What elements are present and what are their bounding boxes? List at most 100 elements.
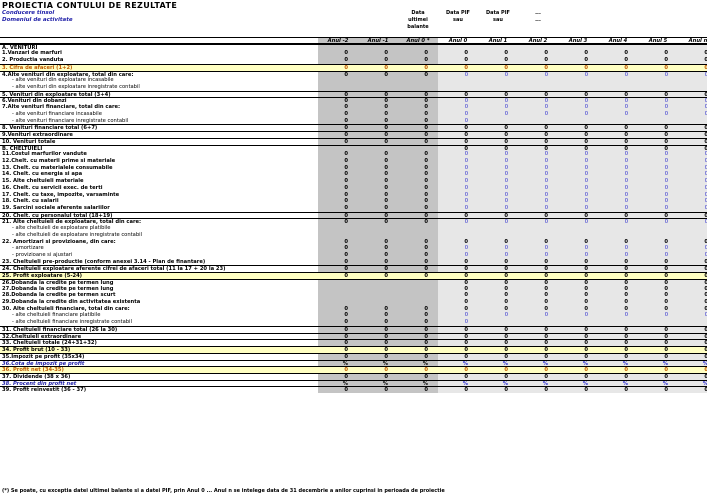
cell-value: 0 xyxy=(344,57,348,64)
cell-value: 0 xyxy=(584,110,588,117)
cell-value: 0 xyxy=(544,57,548,64)
cell-value: 0 xyxy=(664,219,668,226)
cell-value: 0 xyxy=(504,110,508,117)
cell-value: % xyxy=(622,380,628,387)
cell-value: % xyxy=(502,380,508,387)
cell-value: 0 xyxy=(504,125,508,132)
cell-value: 0 xyxy=(544,98,548,105)
cell-value: 0 xyxy=(504,198,508,205)
cell-value: 0 xyxy=(704,98,707,105)
cell-value: 0 xyxy=(584,157,588,164)
cell-value: 0 xyxy=(704,71,707,78)
cell-value: 0 xyxy=(464,245,468,252)
cell-value: 0 xyxy=(664,238,668,245)
cell-value: 0 xyxy=(544,340,548,347)
cell-value: 0 xyxy=(664,292,668,299)
row-label: - alte cheltuieli financiare platibile xyxy=(12,312,101,319)
cell-value: 0 xyxy=(704,299,707,306)
cell-value: 0 xyxy=(464,71,468,78)
cell-value: 0 xyxy=(424,333,428,340)
year-header: Anul 1 xyxy=(488,38,508,44)
cell-value: 0 xyxy=(624,191,628,198)
cell-value: 0 xyxy=(344,312,348,319)
cell-value: 0 xyxy=(584,64,588,71)
cell-value: 0 xyxy=(344,125,348,132)
cell-value: 0 xyxy=(544,305,548,312)
cell-value: 0 xyxy=(584,151,588,158)
cell-value: 0 xyxy=(384,198,388,205)
cell-value: 0 xyxy=(424,117,428,124)
cell-value: 0 xyxy=(344,238,348,245)
row-label: 9.Venituri extraordinare xyxy=(2,132,73,139)
cell-value: 0 xyxy=(464,326,468,333)
cell-value: 0 xyxy=(504,157,508,164)
cell-value: 0 xyxy=(384,104,388,111)
cell-value: 0 xyxy=(384,273,388,280)
table-row: - alte venituri financiare inregistrate … xyxy=(0,117,707,125)
row-label: - alte venituri financiare inregistrate … xyxy=(12,117,129,124)
cell-value: 0 xyxy=(384,110,388,117)
cell-value: 0 xyxy=(464,110,468,117)
cell-value: 0 xyxy=(464,117,468,124)
cell-value: 0 xyxy=(624,64,628,71)
row-label: 21. Alte cheltuieli de exploatare, total… xyxy=(2,219,142,226)
cell-value: 0 xyxy=(344,319,348,326)
cell-value: 0 xyxy=(704,191,707,198)
cell-value: 0 xyxy=(384,258,388,265)
row-label: 5. Venituri din exploatare total (3+4) xyxy=(2,91,111,98)
cell-value: 0 xyxy=(664,305,668,312)
row-label: 38. Procent din profit net xyxy=(2,380,77,387)
cell-value: 0 xyxy=(424,50,428,57)
cell-value: 0 xyxy=(624,340,628,347)
cell-value: 0 xyxy=(344,353,348,360)
cell-value: 0 xyxy=(344,258,348,265)
cell-value: 0 xyxy=(344,212,348,219)
cell-value: 0 xyxy=(664,191,668,198)
cell-value: 0 xyxy=(464,305,468,312)
cell-value: 0 xyxy=(504,252,508,258)
cell-value: 0 xyxy=(424,98,428,105)
cell-value: 0 xyxy=(664,178,668,185)
cell-value: 0 xyxy=(464,191,468,198)
cell-value: 0 xyxy=(704,305,707,312)
cell-value: 0 xyxy=(704,164,707,171)
cell-value: 0 xyxy=(504,184,508,191)
cell-value: 0 xyxy=(504,219,508,226)
cell-value: 0 xyxy=(464,171,468,178)
cell-value: 0 xyxy=(464,292,468,299)
row-label: - amortizare xyxy=(12,245,44,252)
cell-value: 0 xyxy=(704,252,707,258)
cell-value: 0 xyxy=(704,64,707,71)
cell-value: 0 xyxy=(384,252,388,258)
cell-value: 0 xyxy=(624,50,628,57)
cell-value: 0 xyxy=(544,157,548,164)
cell-value: 0 xyxy=(424,91,428,98)
cell-value: 0 xyxy=(664,299,668,306)
cell-value: 0 xyxy=(384,157,388,164)
cell-value: 0 xyxy=(424,219,428,226)
cell-value: 0 xyxy=(384,266,388,273)
cell-value: 0 xyxy=(464,299,468,306)
cell-value: 0 xyxy=(344,151,348,158)
cell-value: 0 xyxy=(344,117,348,124)
cell-value: 0 xyxy=(584,333,588,340)
cell-value: 0 xyxy=(464,387,468,394)
cell-value: 0 xyxy=(424,266,428,273)
cell-value: % xyxy=(342,380,348,387)
row-label: 22. Amortizari si provizioane, din care: xyxy=(2,238,116,245)
cell-value: 0 xyxy=(344,373,348,380)
cell-value: 0 xyxy=(424,171,428,178)
cell-value: 0 xyxy=(624,367,628,374)
cell-value: 0 xyxy=(584,191,588,198)
cell-value: 0 xyxy=(344,367,348,374)
cell-value: 0 xyxy=(544,104,548,111)
table-row: 17. Chelt. cu taxe, impozite, varsaminte… xyxy=(0,191,707,199)
cell-value: 0 xyxy=(584,198,588,205)
row-label: 17. Chelt. cu taxe, impozite, varsaminte xyxy=(2,191,120,198)
cell-value: 0 xyxy=(664,64,668,71)
cell-value: 0 xyxy=(544,204,548,211)
